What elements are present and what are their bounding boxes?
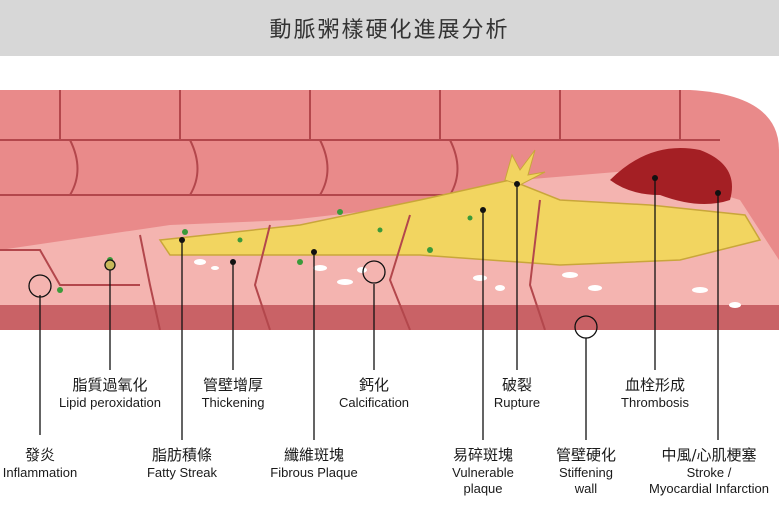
label-thickening: 管壁增厚 Thickening xyxy=(201,376,265,410)
label-stroke-mi: 中風/心肌梗塞 Stroke / Myocardial Infarction xyxy=(649,446,769,496)
thrombus xyxy=(610,148,732,204)
label-inflammation: 發炎 Inflammation xyxy=(2,446,78,480)
label-fibrous-plaque: 纖維斑塊 Fibrous Plaque xyxy=(270,446,358,480)
label-calcification: 鈣化 Calcification xyxy=(338,376,410,410)
wall-segments xyxy=(0,90,720,196)
pointer-lines xyxy=(39,178,719,440)
label-vulnerable-plaque: 易碎斑塊 Vulnerable plaque xyxy=(452,446,514,496)
label-fatty-streak: 脂肪積條 Fatty Streak xyxy=(146,446,218,480)
vessel-lower-wall xyxy=(0,305,779,330)
label-rupture: 破裂 Rupture xyxy=(493,376,541,410)
label-lipid-peroxidation: 脂質過氧化 Lipid peroxidation xyxy=(59,376,161,410)
label-stiffening-wall: 管壁硬化 Stiffening wall xyxy=(555,446,616,496)
pointer-markers xyxy=(28,175,721,339)
rupture-burst xyxy=(504,149,546,186)
label-thrombosis: 血栓形成 Thrombosis xyxy=(621,376,689,410)
page-title: 動脈粥樣硬化進展分析 xyxy=(269,18,510,43)
plaque-layer xyxy=(158,179,762,266)
title-bar: 動脈粥樣硬化進展分析 xyxy=(0,0,779,56)
